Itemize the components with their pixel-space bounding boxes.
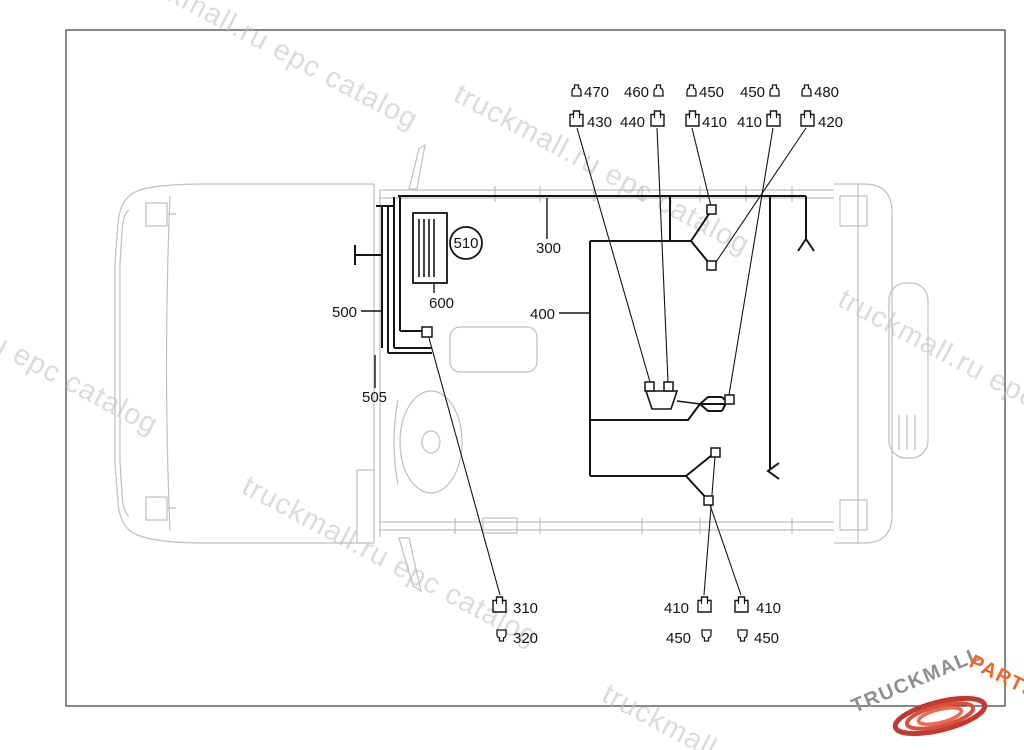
callout-400: 400 [530,306,555,323]
callout-410-c: 410 [664,600,689,617]
callout-450-d: 450 [754,630,779,647]
leader-line [691,127,712,207]
cable-bundle [381,197,401,353]
large-plug-icon [734,596,749,613]
small-plug-icon [653,84,664,97]
callout-row-1: 470 460 450 450 480 [571,84,839,101]
frame-rails [380,189,834,531]
mid-fan [699,396,722,412]
logo-swirl-icon [892,695,988,737]
truck-outline [114,143,929,593]
callout-505: 505 [362,389,387,406]
callout-410-b: 410 [737,114,762,131]
page-frame [65,29,1006,707]
leader-line [709,504,742,596]
connector-points [421,204,735,506]
callout-420: 420 [818,114,843,131]
label-lines [361,198,589,388]
rear-body [834,183,893,544]
connector-square [663,381,674,392]
small-plug-icon [701,629,712,642]
callout-500: 500 [332,304,357,321]
connector-square [706,260,717,271]
callout-480: 480 [814,84,839,101]
watermark: truckmall.ru epc catalog [0,258,163,441]
callout-320: 320 [513,630,538,647]
callout-510-circle: 510 [449,226,483,260]
connector-square [706,204,717,215]
callout-row-2: 430 440 410 410 420 [569,110,843,131]
callout-470: 470 [584,84,609,101]
watermark: truckmall.ru epc catalog [237,470,544,653]
large-plug-icon [650,110,665,127]
callout-450-b: 450 [740,84,765,101]
connector-square [724,394,735,405]
small-plug-icon [801,84,812,97]
callout-300: 300 [536,240,561,257]
fuel-tank [888,282,929,459]
callout-410-d: 410 [756,600,781,617]
callout-440: 440 [620,114,645,131]
small-plug-icon [737,629,748,642]
leader-line [428,337,501,596]
lower-fork [685,454,713,501]
watermark: truckmall.ru epc catalog [449,78,756,261]
large-plug-icon [569,110,584,127]
component-600-box [412,212,448,284]
logo: TRUCKMALL PARTS [848,643,1024,737]
callout-460: 460 [624,84,649,101]
leader-line [715,127,807,263]
connector-square [710,447,721,458]
wiring-harness [354,195,815,501]
leader-line [728,127,774,396]
large-plug-icon [766,110,781,127]
connector-square [703,495,714,506]
callout-450-a: 450 [699,84,724,101]
callout-510: 510 [453,235,478,252]
wheel [399,390,463,494]
mirror-bottom-icon [145,496,168,521]
upper-fork [690,213,710,264]
large-plug-icon [800,110,815,127]
large-plug-icon [685,110,700,127]
large-plug-icon [697,596,712,613]
callout-410-a: 410 [702,114,727,131]
gearbox [449,326,538,373]
leader-lines [428,127,807,596]
callouts-bottom-right: 410 410 450 450 [664,596,781,647]
callouts-bottom-left: 310 320 [492,596,538,647]
leader-line [576,127,651,383]
callout-310: 310 [513,600,538,617]
small-plug-icon [769,84,780,97]
connector-square [644,381,655,392]
small-plug-icon [686,84,697,97]
mirror-top-icon [145,202,168,227]
leader-line [703,456,716,596]
watermark: truckmall.ru epc catalog [117,0,424,136]
leader-line [656,127,669,383]
small-plug-icon [571,84,582,97]
harness-labels: 300 500 600 400 505 [332,240,561,406]
logo-accent-text: PARTS [966,651,1024,704]
callout-450-c: 450 [666,630,691,647]
callout-600: 600 [429,295,454,312]
ground-terminal [354,245,382,265]
connector-square [421,326,433,338]
callout-430: 430 [587,114,612,131]
connector-housing [644,390,679,410]
